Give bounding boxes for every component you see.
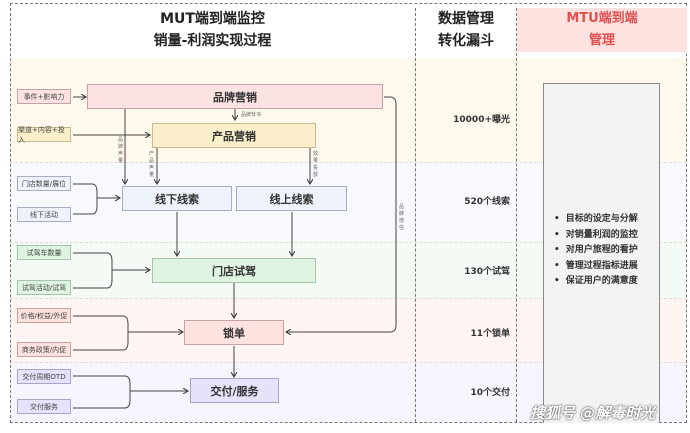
- link-label-brand-credit: 品牌增信: [399, 204, 405, 231]
- input-offline-activities: 线下活动: [17, 207, 71, 222]
- link-label-performance-ads: 效果投放: [313, 151, 319, 178]
- link-label-brand-volume: 品牌声量: [118, 137, 124, 164]
- left-title-line1: MUT端到端监控: [160, 11, 265, 27]
- middle-title-line1: 数据管理: [438, 11, 494, 27]
- middle-column-title: 数据管理 转化漏斗: [416, 8, 516, 52]
- funnel-orders: 11个锁单: [470, 329, 510, 339]
- input-test-drive-cars: 试驾车数量: [17, 245, 71, 260]
- funnel-exposure: 10000+曝光: [453, 115, 510, 125]
- bracket-offline-inputs: [73, 183, 120, 215]
- stage-store-test-drive: 门店试驾: [152, 258, 316, 283]
- mtu-item: 目标的设定与分解: [554, 212, 638, 228]
- mtu-item: 对用户旅程的看护: [554, 243, 638, 259]
- band-divider: [10, 362, 687, 363]
- left-title-line2: 销量-利润实现过程: [153, 33, 272, 49]
- mtu-list: 目标的设定与分解 对销量利润的监控 对用户旅程的看护 管理过程指标进展 保证用户…: [554, 212, 638, 290]
- funnel-test-drives: 130个试驾: [464, 267, 510, 277]
- mtu-item: 对销量利润的监控: [554, 228, 638, 244]
- input-store-count-booth: 门店数量/展位: [17, 176, 71, 191]
- bracket-testdrive-inputs: [73, 252, 150, 289]
- right-title-line1: MTU端到端: [566, 11, 638, 26]
- input-events-influence: 事件+影响力: [17, 89, 71, 104]
- bracket-delivery-inputs: [73, 375, 188, 409]
- left-column-title: MUT端到端监控 销量-利润实现过程: [10, 8, 415, 52]
- arrow-brand-credit: [286, 96, 397, 332]
- input-test-drive-activities: 试驾活动/试驾: [17, 280, 71, 295]
- column-divider: [516, 8, 517, 422]
- watermark: 搜狐号 @解毒时光: [530, 404, 656, 422]
- input-business-policy-promo: 商务政策/内促: [17, 342, 71, 357]
- input-delivery-cycle-otd: 交付周期OTD: [17, 369, 71, 384]
- column-divider: [415, 8, 416, 422]
- stage-brand-marketing: 品牌营销: [87, 84, 383, 109]
- stage-online-leads: 线上线索: [236, 186, 347, 211]
- stage-offline-leads: 线下线索: [122, 186, 232, 211]
- funnel-deliveries: 10个交付: [470, 388, 510, 398]
- link-label-brand-endorsement: 品牌背书: [241, 112, 262, 118]
- stage-order-lock: 锁单: [184, 320, 284, 345]
- mtu-item: 保证用户的满意度: [554, 274, 638, 290]
- stage-product-marketing: 产品营销: [152, 123, 316, 148]
- stage-delivery-service: 交付/服务: [190, 378, 279, 403]
- mtu-item: 管理过程指标进展: [554, 259, 638, 275]
- diagram-frame: [10, 3, 687, 423]
- band-divider: [10, 298, 687, 299]
- middle-title-line2: 转化漏斗: [438, 33, 494, 49]
- funnel-leads: 520个线索: [464, 197, 510, 207]
- band-divider: [10, 162, 687, 163]
- link-label-product-volume: 产品声量: [149, 151, 155, 178]
- input-channel-content-invest: 渠道+内容+投入: [17, 126, 71, 144]
- input-delivery-service: 交付服务: [17, 399, 71, 414]
- band-divider: [10, 242, 687, 243]
- right-title-line2: 管理: [588, 33, 615, 48]
- input-price-rights-promo: 价格/权益/外促: [17, 308, 71, 323]
- bracket-order-inputs: [73, 315, 183, 351]
- right-column-title: MTU端到端 管理: [517, 8, 687, 52]
- mtu-management-panel: 目标的设定与分解 对销量利润的监控 对用户旅程的看护 管理过程指标进展 保证用户…: [543, 83, 660, 423]
